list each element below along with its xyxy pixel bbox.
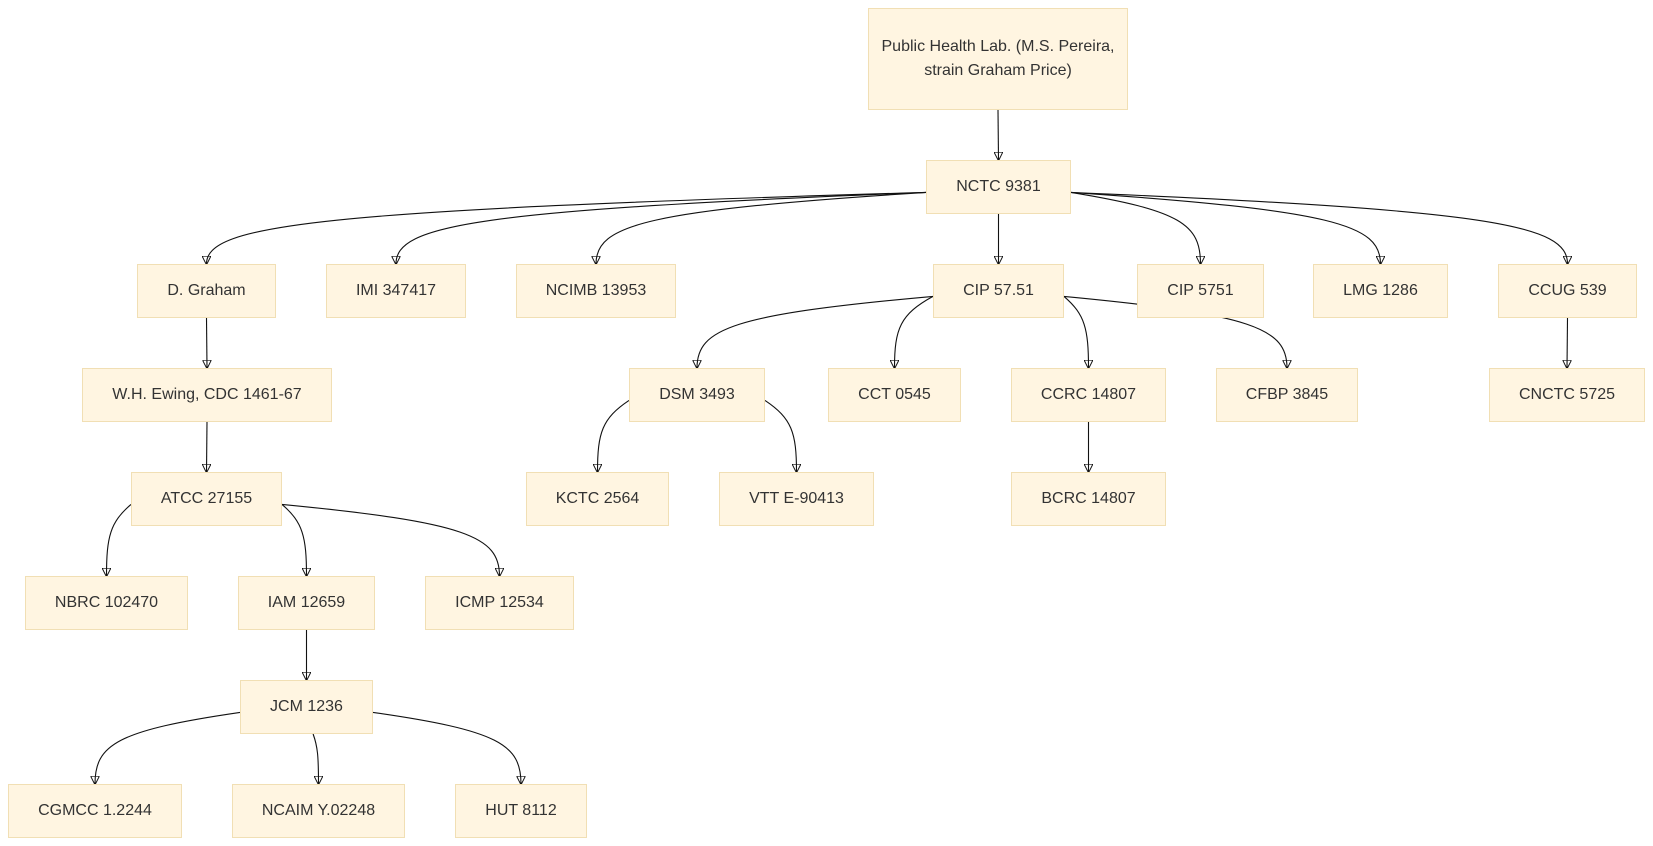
node-hut-8112: HUT 8112: [455, 784, 587, 838]
edge-dgraham-to-ewing: [207, 317, 208, 368]
edge-nctc9381-to-imi347417: [396, 191, 927, 264]
node-ccug-539: CCUG 539: [1498, 264, 1637, 318]
edge-cip5751a-to-cct0545: [895, 295, 934, 368]
edge-ccug539-to-cnctc5725: [1567, 317, 1568, 368]
edge-ewing-to-atcc27155: [207, 421, 208, 472]
edge-dsm3493-to-kctc2564: [598, 399, 630, 472]
node-cgmcc-1-2244: CGMCC 1.2244: [8, 784, 182, 838]
edge-jcm1236-to-ncaim: [312, 733, 318, 784]
node-imi-347417: IMI 347417: [326, 264, 466, 318]
edge-atcc27155-to-iam12659: [281, 503, 307, 576]
edge-nctc9381-to-cip5751b: [1070, 191, 1201, 264]
node-d-graham: D. Graham: [137, 264, 276, 318]
edge-jcm1236-to-cgmcc: [95, 711, 241, 784]
node-public-health-lab: Public Health Lab. (M.S. Pereira, strain…: [868, 8, 1128, 110]
node-bcrc-14807: BCRC 14807: [1011, 472, 1166, 526]
node-ccrc-14807: CCRC 14807: [1011, 368, 1166, 422]
node-kctc-2564: KCTC 2564: [526, 472, 669, 526]
node-ncimb-13953: NCIMB 13953: [516, 264, 676, 318]
node-nctc-9381: NCTC 9381: [926, 160, 1071, 214]
node-wh-ewing-cdc: W.H. Ewing, CDC 1461-67: [82, 368, 332, 422]
node-icmp-12534: ICMP 12534: [425, 576, 574, 630]
edge-cip5751a-to-cfbp3845: [1063, 295, 1287, 368]
edge-cip5751a-to-dsm3493: [697, 295, 934, 368]
node-cct-0545: CCT 0545: [828, 368, 961, 422]
edge-nctc9381-to-ncimb13953: [596, 191, 927, 264]
node-cip-5751: CIP 5751: [1137, 264, 1264, 318]
edge-nctc9381-to-dgraham: [207, 191, 927, 264]
edge-root-to-nctc9381: [998, 109, 999, 160]
edge-atcc27155-to-icmp12534: [281, 503, 500, 576]
edge-nctc9381-to-ccug539: [1070, 191, 1568, 264]
edge-cip5751a-to-ccrc14807: [1063, 295, 1089, 368]
node-lmg-1286: LMG 1286: [1313, 264, 1448, 318]
node-cip-57-51: CIP 57.51: [933, 264, 1064, 318]
node-nbrc-102470: NBRC 102470: [25, 576, 188, 630]
edge-atcc27155-to-nbrc102470: [107, 503, 132, 576]
edge-jcm1236-to-hut8112: [372, 711, 521, 784]
node-vtt-e-90413: VTT E-90413: [719, 472, 874, 526]
node-cnctc-5725: CNCTC 5725: [1489, 368, 1645, 422]
node-atcc-27155: ATCC 27155: [131, 472, 282, 526]
edge-nctc9381-to-lmg1286: [1070, 191, 1381, 264]
node-jcm-1236: JCM 1236: [240, 680, 373, 734]
node-ncaim-y-02248: NCAIM Y.02248: [232, 784, 405, 838]
edge-dsm3493-to-vtt90413: [764, 399, 797, 472]
node-cfbp-3845: CFBP 3845: [1216, 368, 1358, 422]
node-dsm-3493: DSM 3493: [629, 368, 765, 422]
node-iam-12659: IAM 12659: [238, 576, 375, 630]
